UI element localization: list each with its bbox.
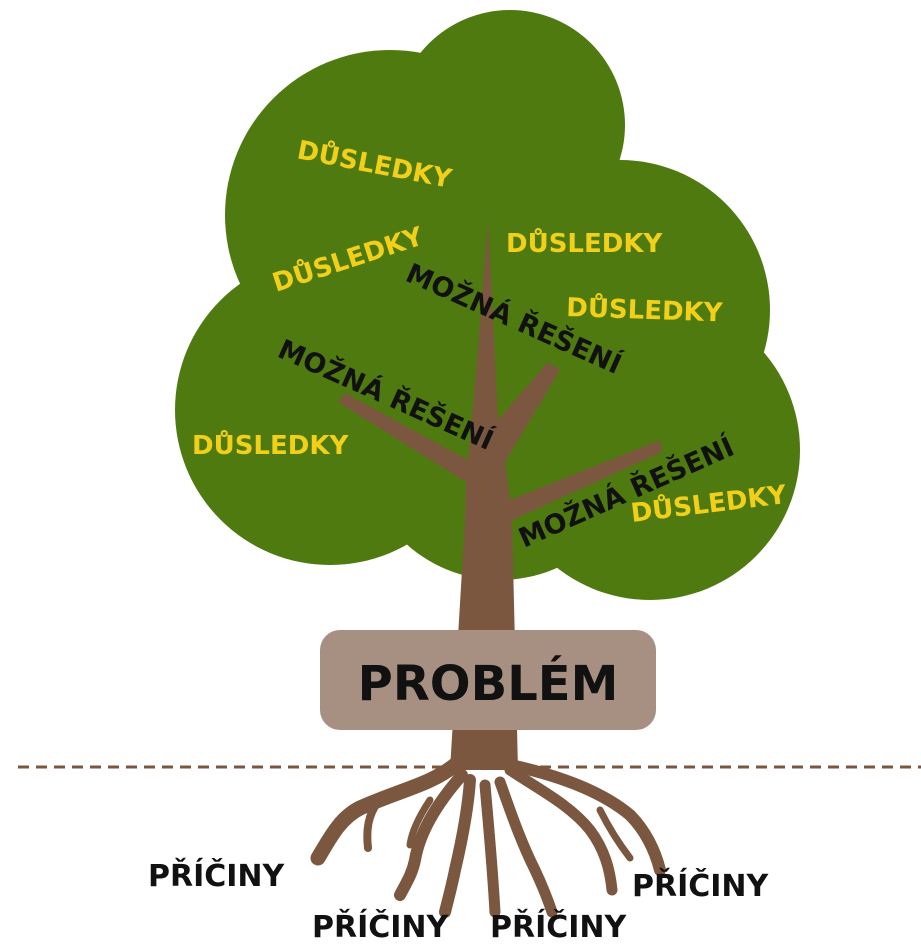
cause-label-1: PŘÍČINY [148,857,286,894]
problem-box [320,630,656,730]
consequence-label-5: DŮSLEDKY [192,428,349,461]
cause-label-4: PŘÍČINY [632,867,770,904]
problem-label: PROBLÉM [358,655,619,712]
cause-label-3: PŘÍČINY [490,908,628,944]
tree-roots [310,757,666,918]
tree-trunk [338,220,662,770]
consequence-label-3: DŮSLEDKY [506,226,663,259]
cause-label-2: PŘÍČINY [312,908,450,944]
